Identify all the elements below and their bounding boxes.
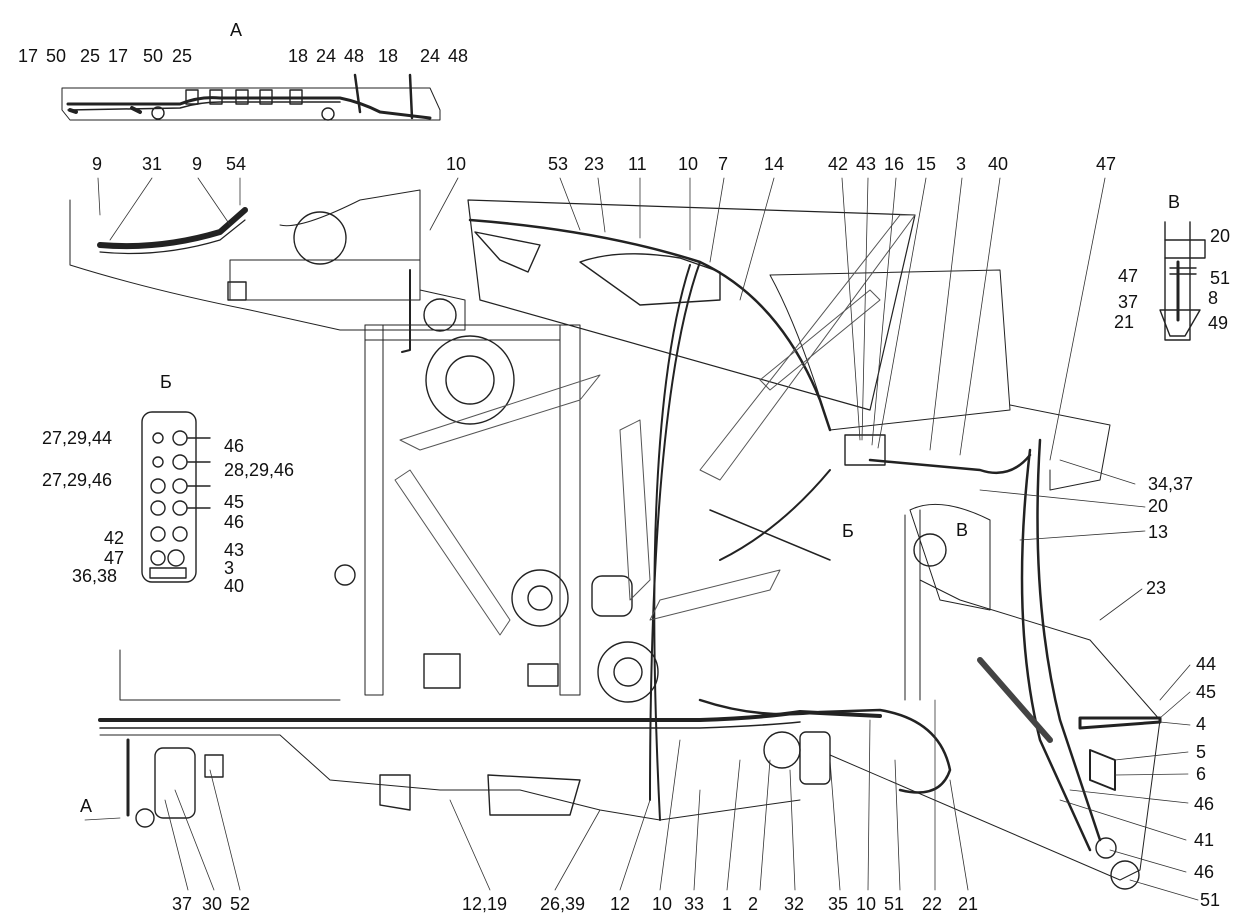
callout-label: 42: [104, 528, 125, 548]
callout-label: 10: [856, 894, 877, 914]
callout-label: 52: [230, 894, 251, 914]
callout-label: 28,29,46: [224, 460, 295, 480]
callout-label: 22: [922, 894, 943, 914]
callout-label: 9: [92, 154, 103, 174]
callout-label: 49: [1208, 313, 1229, 333]
callout-label: 40: [988, 154, 1009, 174]
callout-label: 46: [224, 512, 245, 532]
callout-label: 23: [1146, 578, 1167, 598]
callout-label: 12: [610, 894, 631, 914]
callout-label: 36,38: [72, 566, 118, 586]
callout-label: 17: [108, 46, 129, 66]
callout-label: 24: [316, 46, 337, 66]
callout-label: 4: [1196, 714, 1207, 734]
callout-label: 51: [884, 894, 905, 914]
callout-label: 43: [224, 540, 245, 560]
callout-label: 51: [1210, 268, 1231, 288]
view-b-panel: [141, 411, 211, 583]
callout-label: 11: [628, 154, 647, 174]
lower-frame: [98, 434, 1162, 890]
callout-label: 12,19: [462, 894, 508, 914]
callout-label: 32: [784, 894, 805, 914]
view-b-mark: Б: [842, 521, 854, 541]
callout-label: 27,29,46: [42, 470, 113, 490]
callout-label: 34,37: [1148, 474, 1194, 494]
callout-label: 35: [828, 894, 849, 914]
callout-label: 30: [202, 894, 223, 914]
callout-label: 17: [18, 46, 39, 66]
callout-label: 45: [224, 492, 245, 512]
callout-label: 13: [1148, 522, 1169, 542]
view-a-mark: А: [80, 796, 92, 816]
callout-label: 44: [1196, 654, 1217, 674]
callout-label: 25: [80, 46, 101, 66]
callout-label: 21: [958, 894, 979, 914]
view-v-mark: В: [956, 520, 968, 540]
callout-label: 2: [748, 894, 759, 914]
callout-label: 41: [1194, 830, 1215, 850]
callout-label: 10: [652, 894, 673, 914]
leader-lines: [84, 177, 1199, 901]
callout-label: 45: [1196, 682, 1217, 702]
callout-label: 37: [1118, 292, 1139, 312]
callout-label: 23: [584, 154, 605, 174]
view-v-heading: В: [1168, 192, 1181, 212]
callout-label: 31: [142, 154, 163, 174]
callout-label: 37: [172, 894, 193, 914]
callout-label: 1: [722, 894, 733, 914]
callout-label: 20: [1148, 496, 1169, 516]
chassis-frame: [334, 298, 659, 703]
callout-label: 8: [1208, 288, 1219, 308]
callout-label: 46: [1194, 794, 1215, 814]
callout-label: 15: [916, 154, 937, 174]
direction-chevrons: [394, 214, 916, 636]
callout-label: 25: [172, 46, 193, 66]
callout-label: 3: [224, 558, 235, 578]
callout-label: 47: [104, 548, 125, 568]
callout-label: 33: [684, 894, 705, 914]
callout-label: 27,29,44: [42, 428, 113, 448]
callout-label: 21: [1114, 312, 1135, 332]
callout-label: 48: [448, 46, 469, 66]
callout-label: 43: [856, 154, 877, 174]
frame-upper: [69, 189, 1111, 821]
view-a-heading: А: [230, 20, 243, 40]
callout-label: 5: [1196, 742, 1207, 762]
view-b-heading: Б: [160, 372, 172, 392]
callout-label: 10: [446, 154, 467, 174]
callout-label: 24: [420, 46, 441, 66]
callout-label: 50: [46, 46, 67, 66]
callout-label: 14: [764, 154, 785, 174]
callout-label: 20: [1210, 226, 1231, 246]
callout-label: 46: [224, 436, 245, 456]
callout-label: 9: [192, 154, 203, 174]
callout-label: 47: [1118, 266, 1139, 286]
callout-label: 3: [956, 154, 967, 174]
callout-label: 18: [378, 46, 399, 66]
callout-label: 46: [1194, 862, 1215, 882]
callout-label: 42: [828, 154, 849, 174]
callout-label: 10: [678, 154, 699, 174]
callout-label: 7: [718, 154, 729, 174]
callout-label: 6: [1196, 764, 1207, 784]
callout-label: 48: [344, 46, 365, 66]
callout-label: 51: [1200, 890, 1221, 910]
view-a-detail: [61, 73, 441, 121]
callout-label: 16: [884, 154, 905, 174]
view-v-detail: [1159, 221, 1206, 341]
callout-label: 53: [548, 154, 569, 174]
callout-label: 47: [1096, 154, 1117, 174]
callout-label: 50: [143, 46, 164, 66]
callout-label: 40: [224, 576, 245, 596]
callout-label: 26,39: [540, 894, 586, 914]
callout-label: 54: [226, 154, 247, 174]
callout-label: 18: [288, 46, 309, 66]
